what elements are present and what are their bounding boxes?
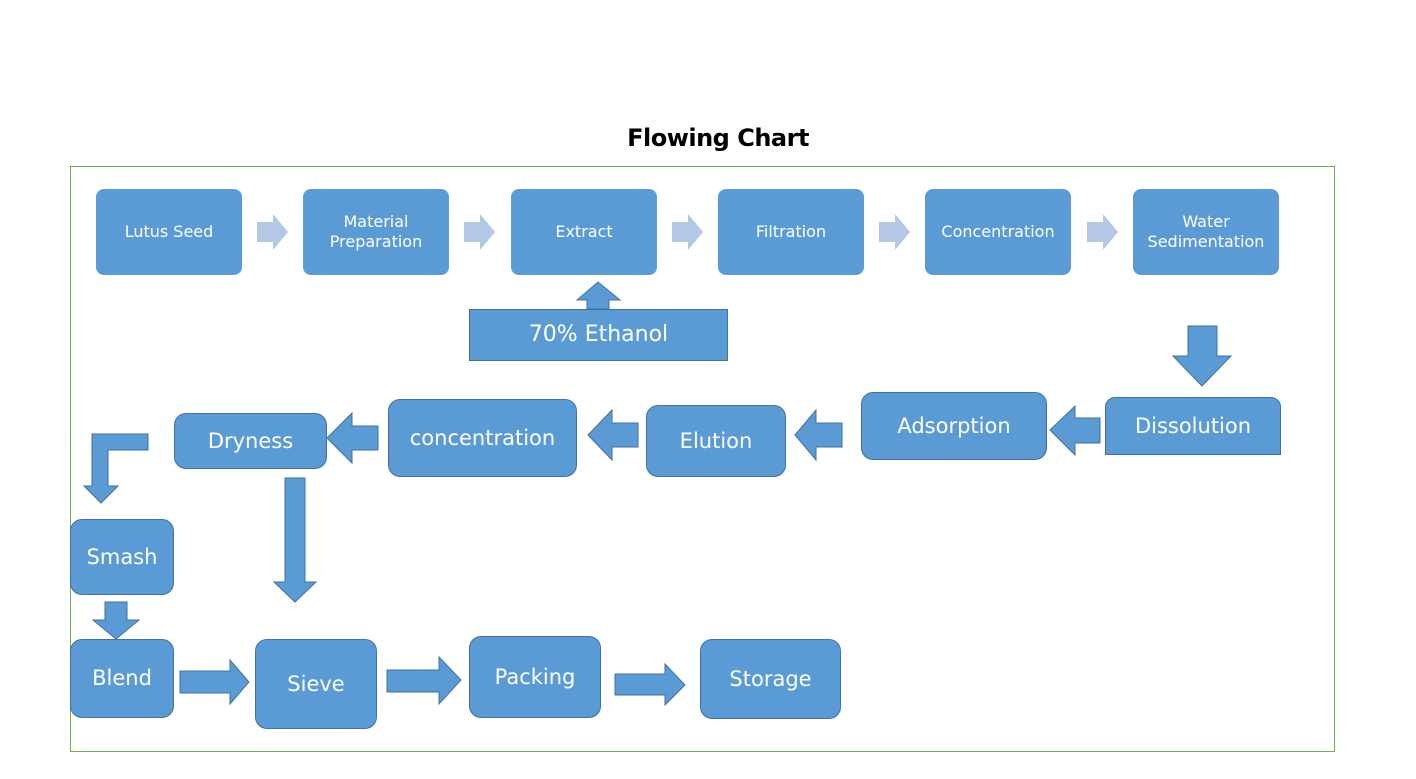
step-adsorption: Adsorption: [861, 392, 1047, 460]
step-label: Adsorption: [897, 413, 1011, 438]
step-concentration: Concentration: [925, 189, 1071, 275]
step-storage: Storage: [700, 639, 841, 719]
step-elution: Elution: [646, 405, 786, 477]
step-dryness: Dryness: [174, 413, 327, 469]
step-filtration: Filtration: [718, 189, 864, 275]
input-ethanol: 70% Ethanol: [469, 309, 728, 361]
step-label: Dissolution: [1134, 413, 1252, 438]
step-label: Concentration: [941, 222, 1055, 241]
step-label: Storage: [729, 666, 812, 691]
step-blend: Blend: [70, 639, 174, 718]
step-label: Sieve: [287, 671, 345, 696]
step-extract: Extract: [511, 189, 657, 275]
step-label: Dryness: [207, 428, 294, 453]
step-label: Smash: [86, 544, 158, 569]
step-label: Elution: [679, 428, 753, 453]
step-concentration-2: concentration: [388, 399, 577, 477]
step-label: Extract: [555, 222, 613, 241]
step-water-sedimentation: Water Sedimentation: [1133, 189, 1279, 275]
chart-title: Flowing Chart: [627, 124, 809, 152]
step-label: Packing: [494, 664, 576, 689]
step-lotus-seed: Lutus Seed: [96, 189, 242, 275]
step-label: concentration: [409, 425, 556, 450]
step-label: Water Sedimentation: [1147, 212, 1265, 251]
step-smash: Smash: [70, 519, 174, 595]
step-label: Material Preparation: [329, 212, 423, 251]
step-label: Blend: [92, 666, 152, 691]
step-label: Filtration: [755, 222, 827, 241]
step-packing: Packing: [469, 636, 601, 718]
diagram-frame: [70, 166, 1335, 752]
step-label: Lutus Seed: [124, 222, 214, 241]
step-label: 70% Ethanol: [528, 322, 669, 348]
step-sieve: Sieve: [255, 639, 377, 729]
step-dissolution: Dissolution: [1105, 397, 1281, 455]
step-material-preparation: Material Preparation: [303, 189, 449, 275]
